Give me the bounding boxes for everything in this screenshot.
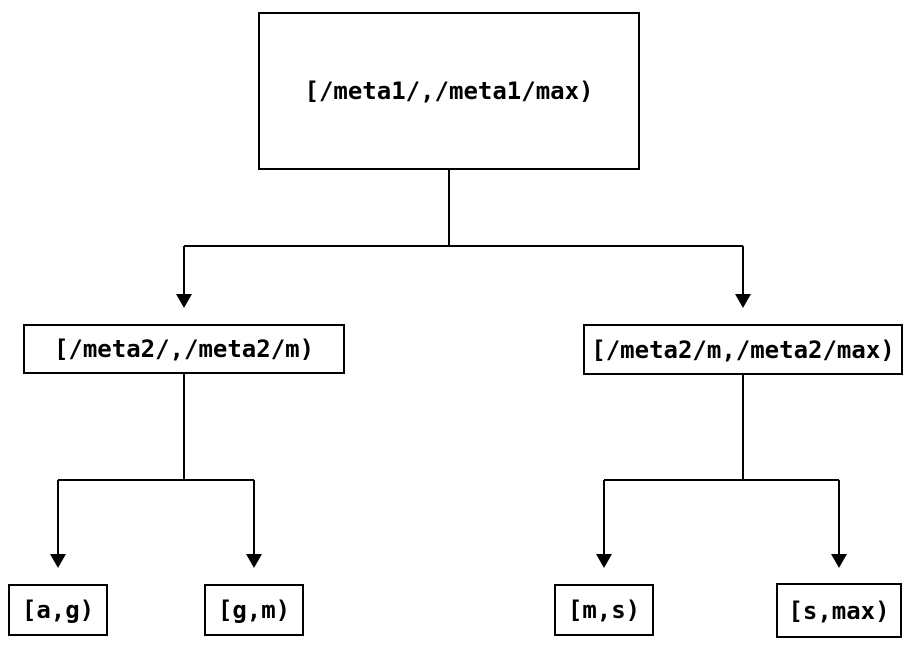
arrowhead-to-leaf-gm (246, 554, 262, 568)
edge-right-children (603, 375, 840, 555)
node-leaf-gm: [g,m) (204, 584, 304, 636)
node-root-label: [/meta1/,/meta1/max) (304, 77, 594, 105)
arrowhead-to-l2-right (735, 294, 751, 308)
node-level2-right: [/meta2/m,/meta2/max) (583, 324, 903, 375)
node-root: [/meta1/,/meta1/max) (258, 12, 640, 170)
node-leaf-gm-label: [g,m) (217, 596, 291, 624)
arrowhead-to-leaf-ag (50, 554, 66, 568)
node-leaf-ag: [a,g) (8, 584, 108, 636)
node-leaf-ag-label: [a,g) (21, 596, 95, 624)
node-level2-left-label: [/meta2/,/meta2/m) (53, 335, 315, 363)
node-leaf-smax-label: [s,max) (788, 596, 890, 625)
edge-root-children (183, 170, 744, 295)
edge-left-children (57, 374, 255, 555)
node-leaf-ms: [m,s) (554, 584, 654, 636)
arrowhead-to-leaf-smax (831, 554, 847, 568)
node-level2-left: [/meta2/,/meta2/m) (23, 324, 345, 374)
arrowhead-to-leaf-ms (596, 554, 612, 568)
node-level2-right-label: [/meta2/m,/meta2/max) (591, 335, 895, 364)
node-leaf-smax: [s,max) (776, 583, 902, 638)
node-leaf-ms-label: [m,s) (567, 596, 641, 624)
arrowhead-to-l2-left (176, 294, 192, 308)
